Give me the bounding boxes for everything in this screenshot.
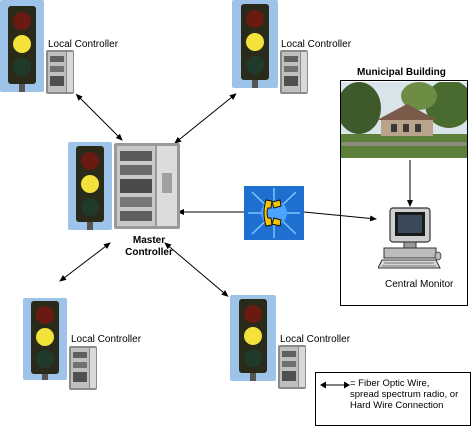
local-controller-label-top-right: Local Controller [281, 39, 352, 50]
municipal-building-title: Municipal Building [357, 67, 446, 78]
local-controller-label-bottom-left: Local Controller [71, 334, 142, 345]
controller-cabinet-icon [278, 345, 306, 389]
building-photo [341, 82, 467, 158]
master-label-line1: Master [132, 235, 166, 246]
controller-cabinet-icon [69, 346, 97, 390]
traffic-light-icon [230, 295, 276, 381]
legend-line1: = Fiber Optic Wire, [350, 378, 430, 389]
legend-text: = Fiber Optic Wire, spread spectrum radi… [350, 378, 458, 411]
controller-cabinet-icon [114, 143, 180, 229]
traffic-light-icon [68, 142, 112, 230]
link-bottom-right [164, 242, 229, 297]
controller-cabinet-icon [46, 50, 74, 94]
municipal-building-box [340, 80, 468, 306]
link-top-right [174, 93, 237, 144]
traffic-light-icon [232, 0, 278, 88]
master-controller-label: Master Controller [124, 235, 174, 259]
legend-arrow-icon [320, 381, 350, 389]
computer-monitor-icon [378, 206, 442, 274]
central-monitor-label: Central Monitor [385, 279, 454, 290]
link-bottom-left [59, 242, 111, 282]
legend-box: = Fiber Optic Wire, spread spectrum radi… [315, 372, 471, 426]
traffic-light-icon [23, 298, 67, 380]
master-label-line2: Controller [125, 247, 173, 258]
traffic-light-icon [0, 0, 44, 92]
link-top-left [75, 93, 123, 141]
local-controller-label-bottom-right: Local Controller [280, 334, 351, 345]
telephone-icon [244, 186, 304, 240]
local-controller-label-top-left: Local Controller [48, 39, 119, 50]
controller-cabinet-icon [280, 50, 308, 94]
legend-line2: spread spectrum radio, or [350, 389, 459, 400]
legend-line3: Hard Wire Connection [350, 400, 444, 411]
